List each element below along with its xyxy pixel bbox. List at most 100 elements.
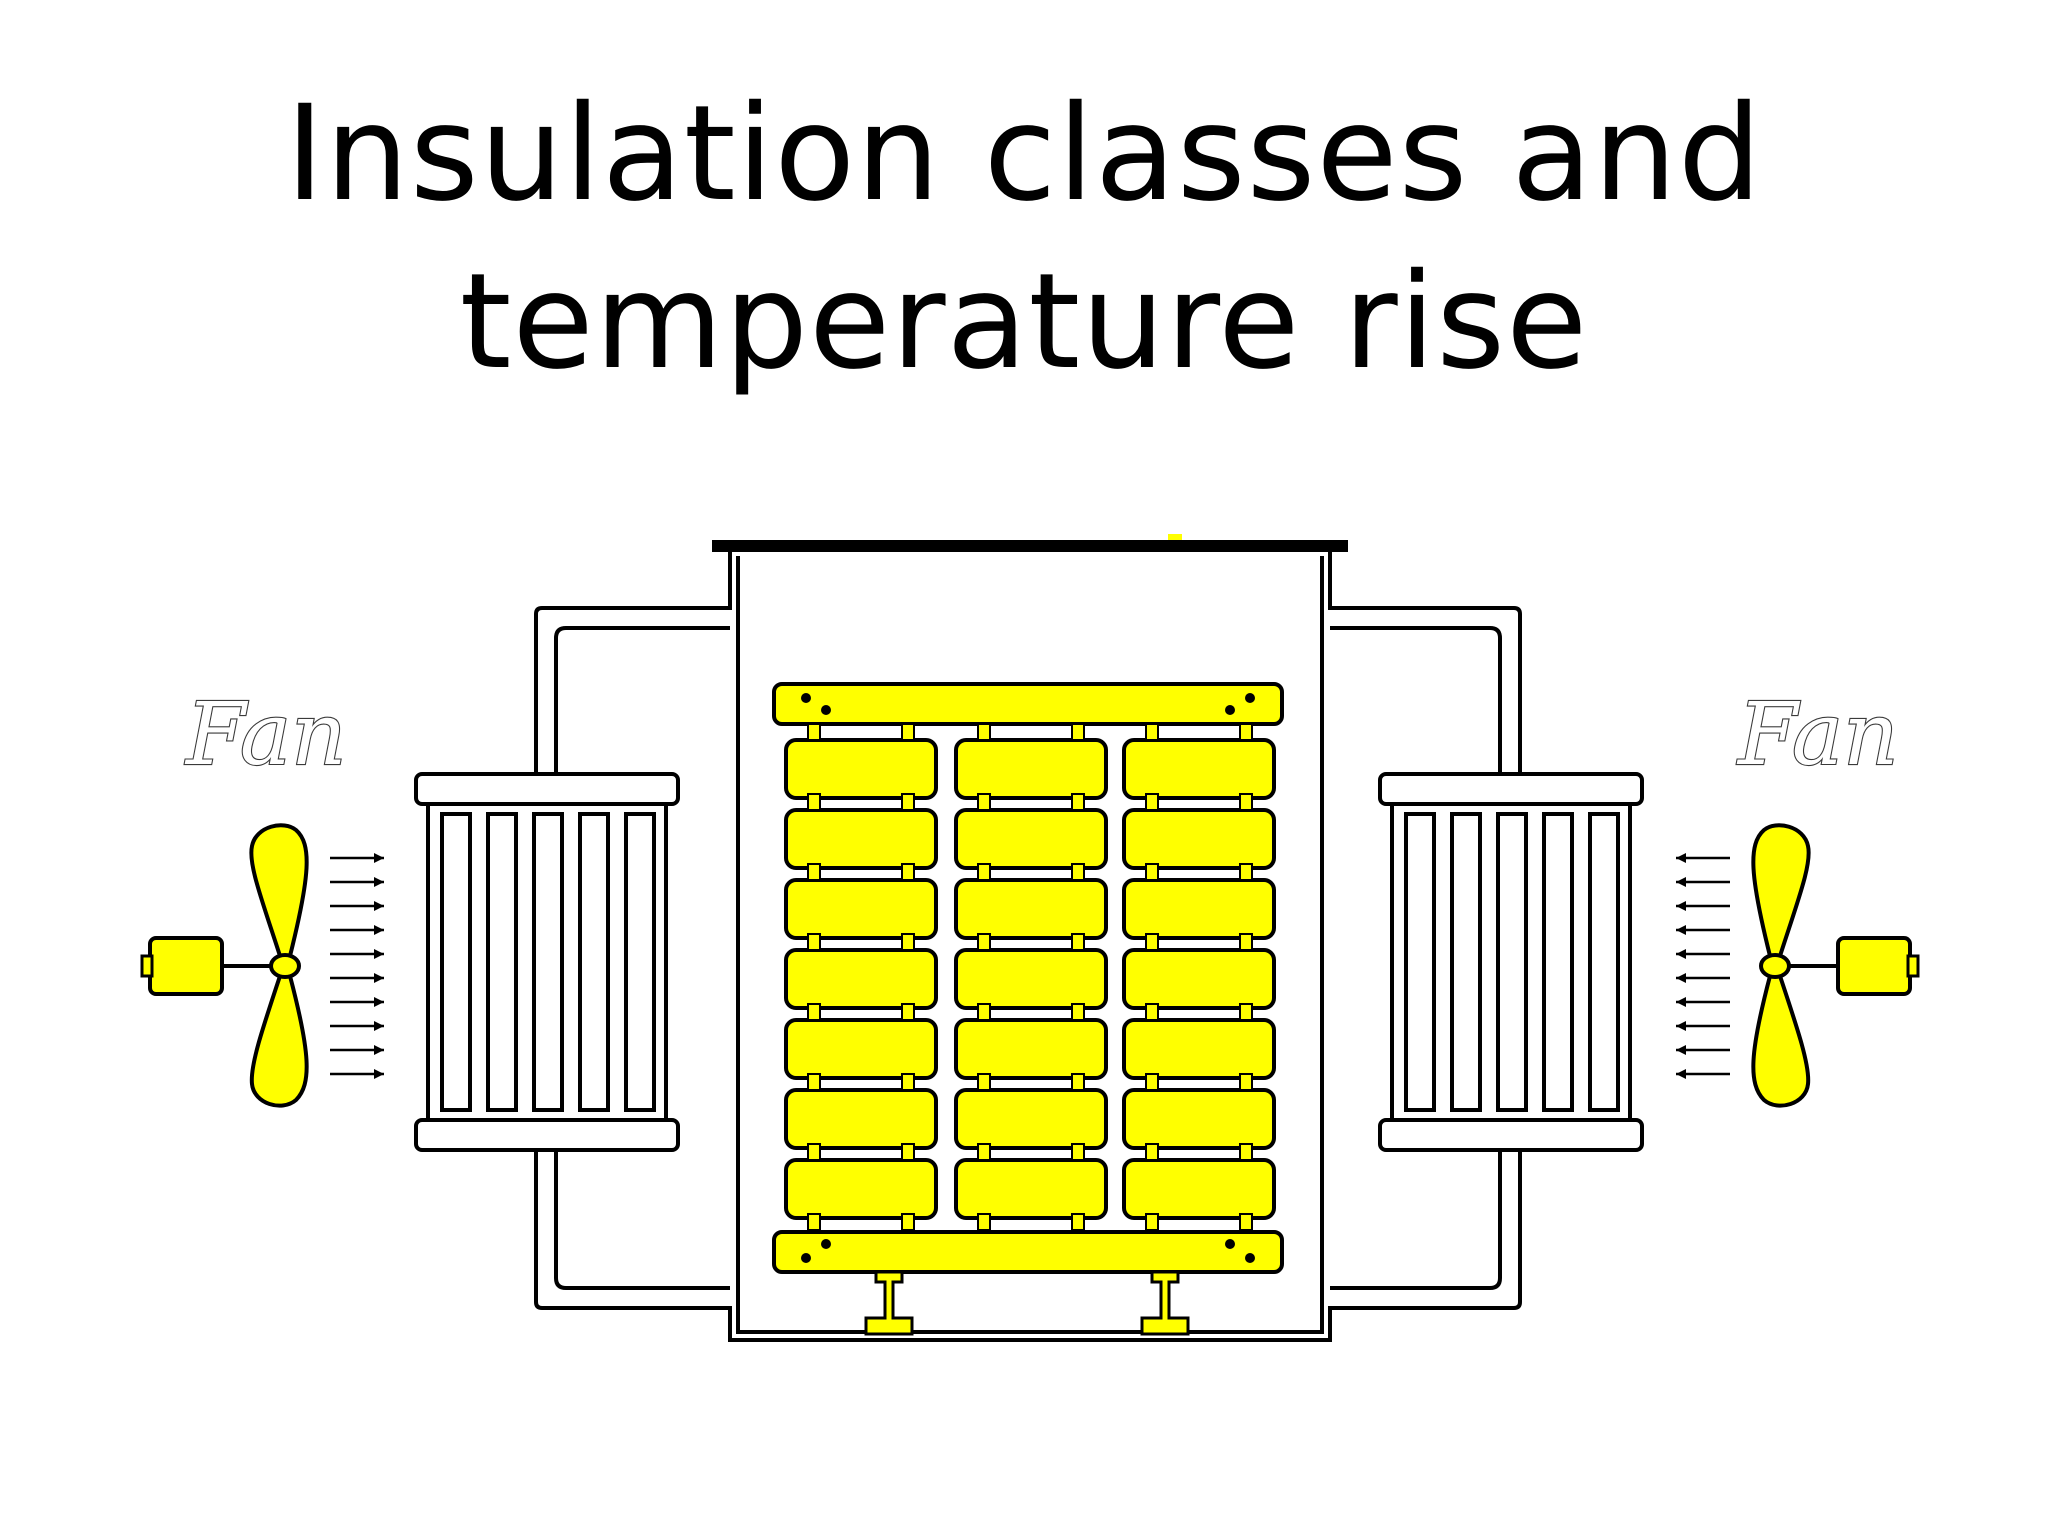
coil-spacer [807, 1073, 821, 1091]
coil-segment [954, 808, 1108, 870]
coil-spacer [807, 1003, 821, 1021]
airflow-arrow [374, 925, 384, 935]
coil-segment [954, 1018, 1108, 1080]
left-radiator-fin [532, 812, 564, 1112]
coil-spacer [807, 1143, 821, 1161]
right-radiator-fin [1542, 812, 1574, 1112]
coil-spacer [807, 933, 821, 951]
coil-spacer [977, 863, 991, 881]
coil-spacer [807, 863, 821, 881]
coil-spacer [1239, 723, 1253, 741]
airflow-arrow [1676, 973, 1686, 983]
coil-spacer [901, 793, 915, 811]
airflow-arrow [1676, 853, 1686, 863]
airflow-arrow [1676, 877, 1686, 887]
coil-spacer [807, 793, 821, 811]
coil-spacer [1239, 1213, 1253, 1231]
airflow-arrow [374, 901, 384, 911]
right-radiator-fin [1588, 812, 1620, 1112]
coil-segment [1122, 738, 1276, 800]
coil-segment [1122, 808, 1276, 870]
coil-spacer [901, 863, 915, 881]
support-rail-left [864, 1270, 914, 1336]
coil-spacer [1145, 793, 1159, 811]
coil-segment [784, 1088, 938, 1150]
right-fan-label: Fan [1736, 685, 1899, 785]
right-fan [1751, 823, 1920, 1108]
coil-spacer [1071, 723, 1085, 741]
left-fan [140, 823, 309, 1108]
coil-segment [954, 738, 1108, 800]
coil-segment [1122, 948, 1276, 1010]
airflow-arrow [1676, 1069, 1686, 1079]
coil-spacer [807, 723, 821, 741]
airflow-arrow [374, 1021, 384, 1031]
left-fan-blade-top [249, 823, 309, 958]
airflow-arrow [1676, 1045, 1686, 1055]
coil-spacer [1071, 863, 1085, 881]
coil-segment [1122, 1158, 1276, 1220]
coil-spacer [1145, 1143, 1159, 1161]
coil-segment [1122, 1088, 1276, 1150]
coil-spacer [1239, 1003, 1253, 1021]
left-radiator-fin [440, 812, 472, 1112]
coil-spacer [1239, 1073, 1253, 1091]
coil-spacer [977, 793, 991, 811]
support-rail-right [1140, 1270, 1190, 1336]
coil-spacer [1145, 1003, 1159, 1021]
coil-spacer [1145, 1073, 1159, 1091]
right-radiator-fin [1450, 812, 1482, 1112]
coil-spacer [1239, 1143, 1253, 1161]
airflow-arrow [1676, 901, 1686, 911]
slide-title-line-1: Insulation classes and [285, 77, 1763, 231]
coil-assembly [772, 682, 1284, 1274]
left-fan-motor [148, 936, 224, 996]
left-radiator [414, 772, 680, 1152]
coil-spacer [901, 1003, 915, 1021]
coil-segment [784, 738, 938, 800]
top-clamp-bar [772, 682, 1284, 726]
tank-outline [534, 552, 1522, 1342]
coil-segment [784, 1158, 938, 1220]
coil-segment [784, 878, 938, 940]
coil-spacer [1071, 793, 1085, 811]
coil-spacer [1071, 1073, 1085, 1091]
bottom-clamp-bar [772, 1230, 1284, 1274]
coil-spacer [1239, 793, 1253, 811]
right-airflow-arrows [1676, 853, 1730, 1079]
airflow-arrow [374, 1045, 384, 1055]
coil-segment [1122, 878, 1276, 940]
coil-segment [954, 1158, 1108, 1220]
right-fan-blade-top [1751, 823, 1811, 958]
left-fan-hub [269, 953, 301, 979]
coil-spacer [901, 723, 915, 741]
coil-segment [1122, 1018, 1276, 1080]
coil-spacer [977, 1213, 991, 1231]
right-radiator [1378, 772, 1644, 1152]
tank-lid-nub [1168, 534, 1182, 540]
coil-spacer [901, 1143, 915, 1161]
slide-title-line-2: temperature rise [459, 245, 1589, 399]
coil-spacer [1145, 863, 1159, 881]
airflow-arrow [1676, 997, 1686, 1007]
coil-spacer [1145, 1213, 1159, 1231]
coil-segment [954, 1088, 1108, 1150]
left-fan-blade-bottom [249, 974, 309, 1108]
airflow-arrow [374, 853, 384, 863]
airflow-arrow [374, 949, 384, 959]
airflow-arrow [1676, 1021, 1686, 1031]
airflow-arrow [374, 973, 384, 983]
right-fan-blade-bottom [1751, 974, 1811, 1108]
coil-spacer [1071, 1003, 1085, 1021]
right-radiator-fin [1496, 812, 1528, 1112]
coil-segment [954, 948, 1108, 1010]
airflow-arrow [374, 877, 384, 887]
coil-segment [784, 808, 938, 870]
coil-spacer [901, 933, 915, 951]
left-fan-label: Fan [184, 685, 347, 785]
coil-segment [784, 948, 938, 1010]
coil-spacer [1071, 1143, 1085, 1161]
coil-spacer [977, 933, 991, 951]
tank-inner-wall [736, 556, 1324, 1334]
